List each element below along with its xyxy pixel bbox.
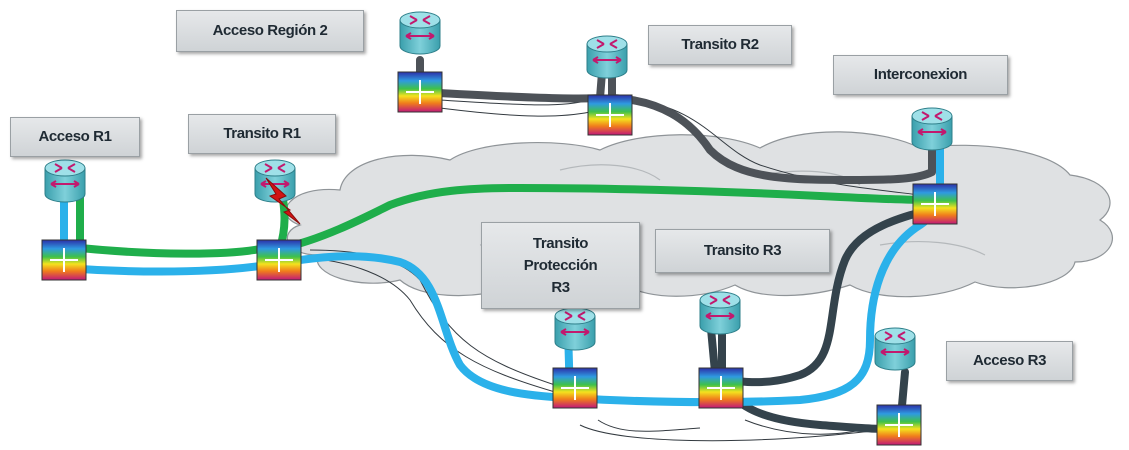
switch-transito-proteccion-r3-icon [552,367,598,409]
label-transito-r2: Transito R2 [648,25,792,65]
router-acceso-region2-icon [399,11,441,55]
label-acceso-r3-text: Acceso R3 [972,352,1047,369]
path-gray [416,50,936,184]
label-interconexion: Interconexion [833,55,1008,95]
router-transito-r2-icon [586,35,628,79]
path-green [76,172,934,258]
router-acceso-r1-icon [44,159,86,203]
switch-transito-r3-icon [698,367,744,409]
switch-acceso-region2-icon [397,71,443,113]
switch-interconexion-icon [912,183,958,225]
switch-acceso-r3-icon [876,404,922,446]
switch-transito-r2-icon [587,94,633,136]
label-transito-r1-text: Transito R1 [223,125,301,142]
label-transito-proteccion-r3-line2: Protección [523,256,598,274]
label-transito-proteccion-r3-line3: R3 [551,278,570,296]
label-transito-proteccion-r3-line1: Transito [532,234,589,252]
label-transito-proteccion-r3: Transito Protección R3 [481,222,640,309]
router-acceso-r3-icon [874,327,916,371]
router-transito-r3-icon [699,291,741,335]
label-transito-r2-text: Transito R2 [681,36,759,53]
label-interconexion-text: Interconexion [873,66,968,83]
switch-acceso-r1-icon [41,239,87,281]
router-interconexion-icon [911,107,953,151]
fault-lightning-icon [265,177,301,225]
label-acceso-r3: Acceso R3 [946,341,1073,381]
label-acceso-region-2: Acceso Región 2 [176,10,364,52]
switch-transito-r1-icon [256,239,302,281]
label-transito-r1: Transito R1 [188,114,336,154]
label-acceso-r1: Acceso R1 [10,117,140,157]
label-acceso-region-2-text: Acceso Región 2 [212,22,328,39]
router-transito-proteccion-r3-icon [554,307,596,351]
label-transito-r3-text: Transito R3 [703,242,782,259]
label-transito-r3: Transito R3 [655,229,830,273]
label-acceso-r1-text: Acceso R1 [38,128,112,145]
